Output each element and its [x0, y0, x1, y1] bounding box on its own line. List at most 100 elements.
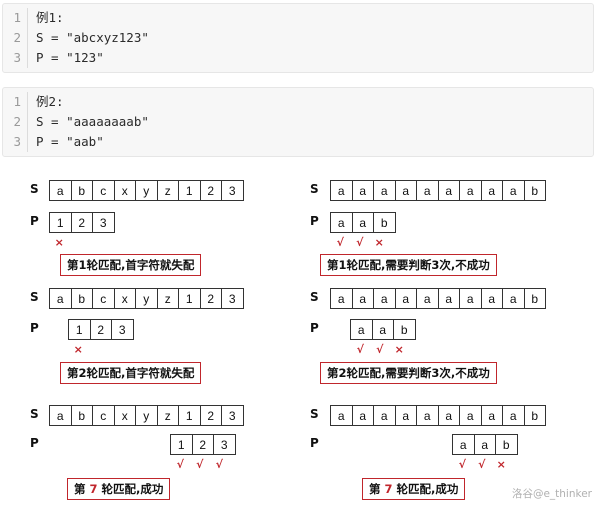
p-label: P — [310, 321, 319, 335]
char-cell: a — [459, 405, 482, 426]
s-label: S — [30, 407, 39, 421]
mismatch-mark: × — [374, 236, 384, 249]
mismatch-mark: × — [54, 236, 64, 249]
p-label: P — [310, 436, 319, 450]
char-cell: a — [330, 180, 353, 201]
char-cell: b — [70, 405, 93, 426]
char-cell: a — [459, 180, 482, 201]
round-note: 第1轮匹配,首字符就失配 — [60, 254, 202, 276]
char-cell: 2 — [191, 434, 214, 455]
char-cell: a — [502, 288, 525, 309]
s-label: S — [310, 407, 319, 421]
char-cell: a — [330, 405, 353, 426]
round-note-prefix: 第 — [369, 482, 385, 496]
char-cell: 2 — [199, 288, 222, 309]
char-cell: a — [49, 405, 72, 426]
char-cell: x — [113, 405, 136, 426]
p-label: P — [310, 214, 319, 228]
char-cell: a — [502, 180, 525, 201]
char-cell: y — [135, 180, 158, 201]
char-cell: c — [92, 288, 115, 309]
char-cell: b — [373, 212, 396, 233]
char-cell: a — [416, 288, 439, 309]
match-mark: √ — [356, 343, 364, 356]
code-line: S = "abcxyz123" — [36, 30, 149, 45]
round-note-text: 第2轮匹配,需要判断3次,不成功 — [327, 366, 490, 380]
char-cell: y — [135, 288, 158, 309]
char-cell: 3 — [92, 212, 115, 233]
match-mark: √ — [376, 343, 384, 356]
char-cell: a — [350, 319, 373, 340]
match-result-marks: × — [69, 343, 89, 357]
char-cell: 1 — [178, 405, 201, 426]
char-cell: a — [330, 212, 353, 233]
char-cell: x — [113, 288, 136, 309]
char-cell: 2 — [70, 212, 93, 233]
match-mark: √ — [215, 458, 223, 471]
char-cell: z — [156, 288, 179, 309]
round-note-suffix: 轮匹配,成功 — [392, 482, 459, 496]
s-label: S — [310, 182, 319, 196]
match-result-marks: √ √ × — [453, 458, 512, 472]
char-cell: z — [156, 180, 179, 201]
mismatch-mark: × — [496, 458, 506, 471]
line-number: 1 — [3, 8, 28, 28]
round-note-text: 第1轮匹配,首字符就失配 — [67, 258, 195, 272]
p-label: P — [30, 321, 39, 335]
p-label: P — [30, 436, 39, 450]
line-number: 2 — [3, 28, 28, 48]
round-note: 第2轮匹配,首字符就失配 — [60, 362, 202, 384]
match-result-marks: √√× — [331, 236, 390, 250]
code-line: P = "123" — [36, 50, 104, 65]
char-cell: a — [49, 180, 72, 201]
char-cell: z — [156, 405, 179, 426]
match-mark: √ — [458, 458, 466, 471]
char-cell: b — [70, 288, 93, 309]
line-number: 1 — [3, 92, 28, 112]
char-cell: x — [113, 180, 136, 201]
char-cell: a — [437, 405, 460, 426]
match-mark: √ — [478, 458, 486, 471]
match-result-marks: × — [50, 236, 70, 250]
char-cell: a — [351, 288, 374, 309]
char-cell: a — [452, 434, 475, 455]
round-note-text: 第2轮匹配,首字符就失配 — [67, 366, 195, 380]
round-number: 7 — [89, 482, 98, 496]
char-cell: b — [523, 405, 546, 426]
char-cell: y — [135, 405, 158, 426]
match-mark: √ — [356, 236, 364, 249]
char-cell: 1 — [178, 288, 201, 309]
round-note: 第 7 轮匹配,成功 — [362, 478, 466, 500]
char-cell: 3 — [221, 180, 244, 201]
char-cell: 1 — [178, 180, 201, 201]
char-cell: 3 — [111, 319, 134, 340]
char-cell: a — [351, 212, 374, 233]
code-line: 例1: — [36, 10, 64, 25]
char-cell: b — [523, 180, 546, 201]
char-cell: 1 — [68, 319, 91, 340]
s-label: S — [310, 290, 319, 304]
char-cell: 1 — [49, 212, 72, 233]
char-cell: a — [351, 405, 374, 426]
char-cell: b — [393, 319, 416, 340]
char-cell: b — [70, 180, 93, 201]
round-note-prefix: 第 — [74, 482, 90, 496]
char-cell: a — [473, 434, 496, 455]
round-note: 第 7 轮匹配,成功 — [67, 478, 171, 500]
mismatch-mark: × — [394, 343, 404, 356]
char-cell: a — [371, 319, 394, 340]
code-line: 例2: — [36, 94, 64, 109]
round-note: 第2轮匹配,需要判断3次,不成功 — [320, 362, 497, 384]
char-cell: a — [394, 288, 417, 309]
char-cell: a — [373, 405, 396, 426]
code-line: P = "aab" — [36, 134, 104, 149]
